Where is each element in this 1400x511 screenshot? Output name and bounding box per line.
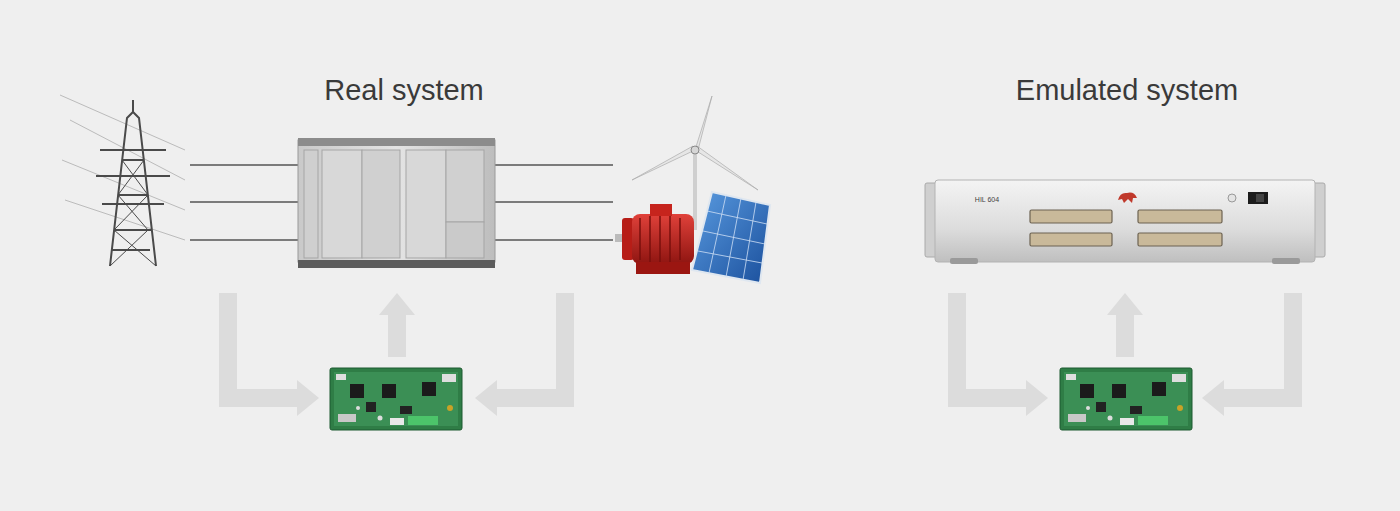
converter-cabinet <box>298 138 495 268</box>
control-board <box>330 368 462 430</box>
section-heading: Real system <box>324 74 484 107</box>
hil-device <box>925 180 1325 264</box>
section-heading: Emulated system <box>1016 74 1238 107</box>
power-tower <box>60 95 185 266</box>
model-label: HIL 604 <box>975 196 999 203</box>
motor <box>615 204 694 274</box>
control-board <box>1060 368 1192 430</box>
solar-panel <box>692 192 770 283</box>
